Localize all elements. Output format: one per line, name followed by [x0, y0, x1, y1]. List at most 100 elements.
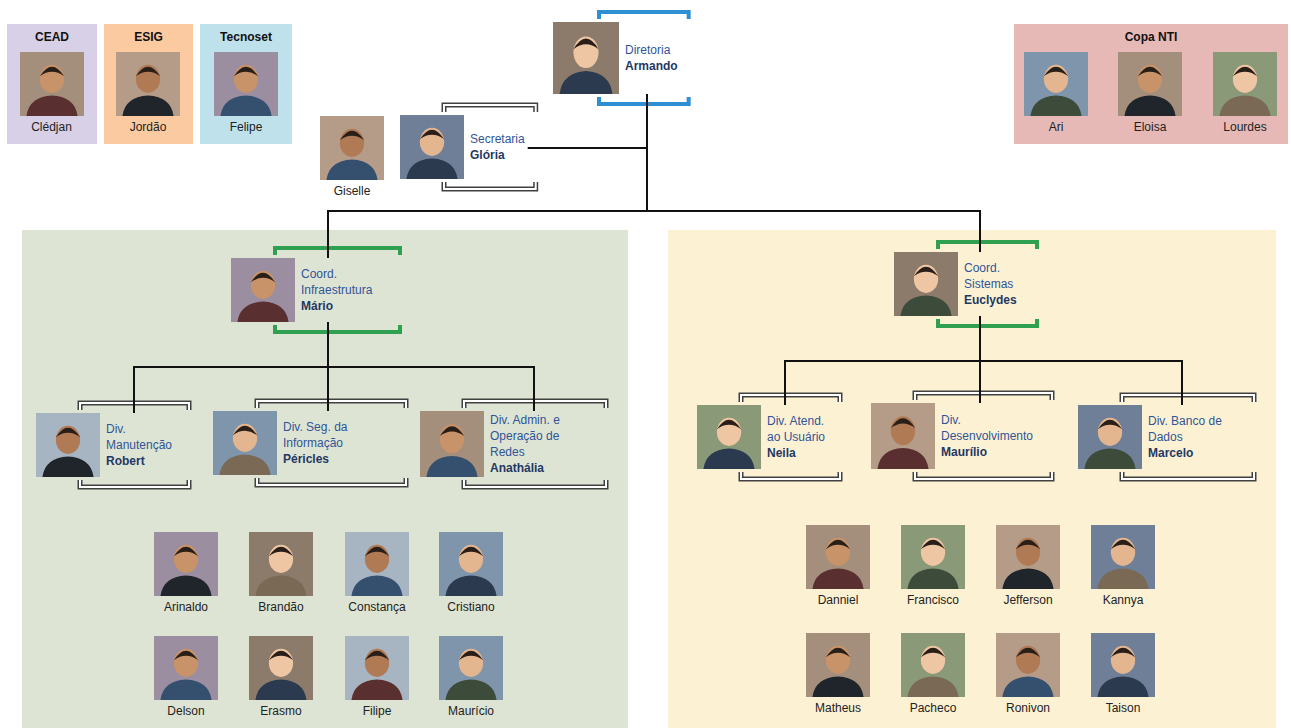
photo-hair: [440, 426, 464, 436]
photo-hair: [459, 547, 483, 557]
person-name: Robert: [106, 453, 178, 469]
staff-node: Eloisa: [1110, 52, 1190, 134]
photo-shoulders: [812, 569, 863, 589]
person-name: Euclydes: [964, 292, 1026, 308]
bracket-mark: [257, 478, 406, 485]
bracket-mark: [444, 182, 536, 189]
staff-node: Francisco: [893, 525, 973, 607]
person-photo: [320, 116, 384, 180]
photo-shoulders: [812, 677, 863, 697]
photo-ground: [154, 636, 218, 700]
text-block: Coord. InfraestruturaMário: [301, 266, 389, 314]
staff-node: Giselle: [312, 116, 392, 198]
photo-head: [420, 128, 444, 156]
staff-node: Taison: [1083, 633, 1163, 715]
photo-ground: [439, 532, 503, 596]
person-photo: [400, 115, 464, 179]
photo-head: [717, 418, 741, 446]
photo-head: [251, 271, 275, 299]
role-title: Coord. Infraestrutura: [301, 266, 389, 298]
role-title: Div. Atend. ao Usuário: [767, 413, 829, 445]
photo-shoulders: [900, 296, 951, 316]
bracket-mark: [275, 248, 400, 255]
bracket-mark: [741, 472, 840, 479]
role-title: Coord. Sistemas: [964, 260, 1026, 292]
team-panel: TecnosetFelipe: [200, 24, 292, 144]
person-name: Armando: [625, 58, 678, 74]
photo-hair: [174, 547, 198, 557]
photo-shoulders: [1097, 569, 1148, 589]
photo-hair: [459, 651, 483, 661]
photo-head: [1016, 646, 1040, 674]
bracket-mark: [80, 480, 189, 487]
person-photo: [1213, 52, 1277, 116]
person-photo: [901, 633, 965, 697]
org-connector: [647, 94, 980, 252]
photo-shoulders: [351, 680, 402, 700]
bracket-mark: [1122, 395, 1254, 402]
person-photo: [871, 403, 935, 469]
person-name: Neila: [767, 445, 829, 461]
person-photo: [231, 258, 295, 322]
photo-hair: [1111, 540, 1135, 550]
person-photo: [806, 525, 870, 589]
photo-shoulders: [122, 96, 173, 116]
text-block: Coord. SistemasEuclydes: [964, 260, 1026, 308]
role-title: Div. Manutenção: [106, 421, 178, 453]
person-name: Jefferson: [1003, 593, 1052, 607]
photo-head: [174, 545, 198, 573]
photo-ground: [806, 633, 870, 697]
staff-node: Pacheco: [893, 633, 973, 715]
person-name: Lourdes: [1223, 120, 1266, 134]
photo-head: [136, 65, 160, 93]
photo-shoulders: [237, 302, 288, 322]
staff-node: Felipe: [204, 52, 288, 134]
photo-shoulders: [42, 457, 93, 477]
staff-node: Jordão: [106, 52, 190, 134]
photo-shoulders: [1002, 677, 1053, 697]
photo-shoulders: [1219, 96, 1270, 116]
photo-shoulders: [326, 160, 377, 180]
person-name: Clédjan: [31, 120, 72, 134]
person-photo: [1118, 52, 1182, 116]
role-title: Div. Admin. e Operação de Redes: [490, 412, 595, 460]
photo-hair: [251, 273, 275, 283]
photo-shoulders: [255, 680, 306, 700]
role-node: Div. DesenvolvimentoMaurílio: [871, 403, 1044, 469]
person-photo: [154, 532, 218, 596]
photo-shoulders: [1124, 96, 1175, 116]
staff-node: Clédjan: [9, 52, 94, 134]
staff-node: Constança: [337, 532, 417, 614]
staff-node: Cristiano: [431, 532, 511, 614]
bracket-mark: [741, 472, 840, 479]
person-name: Arinaldo: [164, 600, 208, 614]
person-photo: [20, 52, 84, 116]
person-photo: [345, 532, 409, 596]
text-block: Div. DesenvolvimentoMaurílio: [941, 412, 1041, 460]
photo-head: [56, 426, 80, 454]
person-photo: [439, 636, 503, 700]
photo-shoulders: [1030, 96, 1081, 116]
photo-hair: [921, 648, 945, 658]
photo-ground: [439, 636, 503, 700]
photo-hair: [365, 547, 389, 557]
photo-ground: [400, 115, 464, 179]
person-photo: [345, 636, 409, 700]
bracket-mark: [741, 395, 840, 402]
team-panel: ESIGJordão: [104, 24, 193, 144]
role-node: Coord. SistemasEuclydes: [894, 252, 1029, 316]
photo-shoulders: [1002, 569, 1053, 589]
bracket-mark: [938, 242, 1037, 249]
person-photo: [996, 633, 1060, 697]
photo-ground: [901, 525, 965, 589]
role-title: Diretoria: [625, 42, 678, 58]
staff-node: Lourdes: [1205, 52, 1285, 134]
photo-shoulders: [445, 680, 496, 700]
person-name: Marcelo: [1148, 445, 1243, 461]
person-name: Danniel: [818, 593, 859, 607]
text-block: Div. Admin. e Operação de RedesAnathália: [490, 412, 595, 476]
photo-shoulders: [160, 680, 211, 700]
photo-hair: [1098, 420, 1122, 430]
photo-head: [921, 646, 945, 674]
photo-shoulders: [560, 71, 613, 94]
